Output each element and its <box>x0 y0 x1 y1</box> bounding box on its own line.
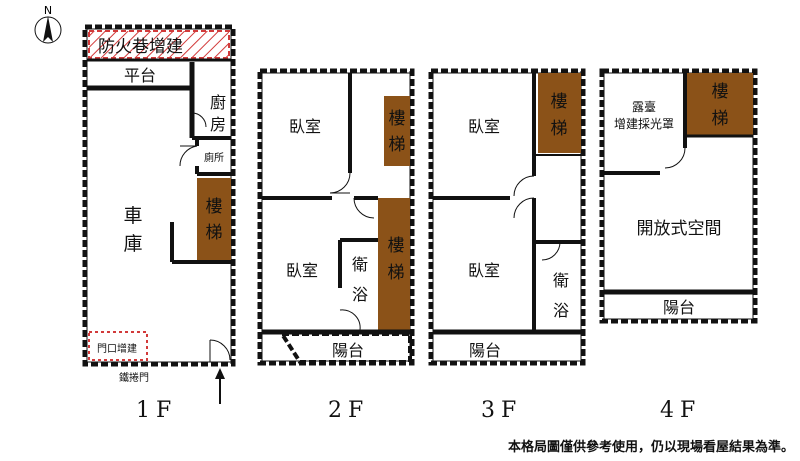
garage-label-2: 庫 <box>123 233 142 255</box>
door-extension-area <box>88 331 148 361</box>
floor-4-inner-wall <box>603 72 754 320</box>
floor-3-stairs-label-2: 梯 <box>551 119 568 139</box>
floor-2-plan: 臥室 樓 梯 臥室 衛 浴 樓 梯 陽台 <box>257 68 415 366</box>
fire-lane-extension-area <box>88 30 230 59</box>
floor-2-bathroom-label-2: 浴 <box>352 285 368 304</box>
entrance-arrow-icon <box>215 368 225 404</box>
floor-2-bedroom-bottom-label: 臥室 <box>286 261 318 280</box>
platform-label: 平台 <box>124 66 156 85</box>
floor-1-stairs-label-2: 梯 <box>206 223 223 243</box>
floor-3-bedroom-top-label: 臥室 <box>468 117 500 136</box>
iron-door-label: 鐵捲門 <box>119 371 149 384</box>
floor-1-plan: 防火巷增建 平台 廚 房 廁所 車 庫 樓 梯 門口增建 鐵捲門 <box>82 24 236 404</box>
floor-2-label: 2F <box>328 398 370 423</box>
kitchen-label-2: 房 <box>210 115 226 134</box>
floor-3-bathroom-label-1: 衛 <box>553 271 569 290</box>
floor-2-stairs-bottom <box>378 198 410 330</box>
floor-1-stairs-label-1: 樓 <box>206 197 223 217</box>
kitchen-label-1: 廚 <box>210 93 226 112</box>
compass-needle-icon <box>43 16 53 42</box>
floor-3-stairs <box>538 73 581 153</box>
floor-3-outer-wall <box>428 68 586 366</box>
terrace-label-line-1: 露臺 <box>632 99 656 114</box>
floor-4-outer-wall <box>599 68 758 324</box>
floor-2-stairs-top <box>384 96 410 166</box>
floor-3-inner-wall <box>432 72 582 362</box>
fire-lane-label: 防火巷增建 <box>98 37 183 57</box>
floor-2-bathroom-label-1: 衛 <box>352 255 368 274</box>
floor-2-balcony-wall <box>278 332 412 364</box>
floor-3-plan: 臥室 樓 梯 臥室 衛 浴 陽台 <box>428 68 586 366</box>
floor-4-plan: 露臺 增建採光罩 樓 梯 開放式空間 陽台 <box>599 68 758 324</box>
floor-3-bedroom-bottom-label: 臥室 <box>468 261 500 280</box>
floor-3-stairs-label-1: 樓 <box>551 92 568 112</box>
floor-4-balcony-label: 陽台 <box>663 298 695 317</box>
floor-4-stairs <box>687 73 753 135</box>
floor-3-label: 3F <box>481 398 523 423</box>
floor-4-stairs-label-2: 梯 <box>712 109 729 129</box>
floor-2-stairs-bottom-label-2: 梯 <box>388 263 405 283</box>
compass-north-label: N <box>44 4 52 17</box>
floor-4-stairs-label-1: 樓 <box>712 82 729 102</box>
floor-2-balcony-label: 陽台 <box>332 341 364 360</box>
toilet-label: 廁所 <box>204 151 224 164</box>
floor-2-stairs-top-label-1: 樓 <box>389 109 406 129</box>
floor-3-bathroom-label-2: 浴 <box>553 301 569 320</box>
floor-2-stairs-top-label-2: 梯 <box>389 135 406 155</box>
floor-3-balcony-label: 陽台 <box>469 341 501 360</box>
terrace-label-line-2: 增建採光罩 <box>614 117 674 131</box>
floor-4-label: 4F <box>660 398 702 423</box>
compass: N <box>34 4 62 44</box>
disclaimer-text: 本格局圖僅供參考使用，仍以現場看屋結果為準。 <box>507 440 794 455</box>
floor-2-stairs-bottom-label-1: 樓 <box>388 236 405 256</box>
garage-label-1: 車 <box>123 205 142 227</box>
floor-2-bedroom-top-label: 臥室 <box>289 117 321 136</box>
floor-1-outer-wall <box>82 24 236 367</box>
floor-1-stairs <box>197 178 231 260</box>
open-space-label: 開放式空間 <box>637 219 722 239</box>
door-extension-label: 門口增建 <box>97 342 137 355</box>
floor-1-label: 1F <box>136 398 178 423</box>
